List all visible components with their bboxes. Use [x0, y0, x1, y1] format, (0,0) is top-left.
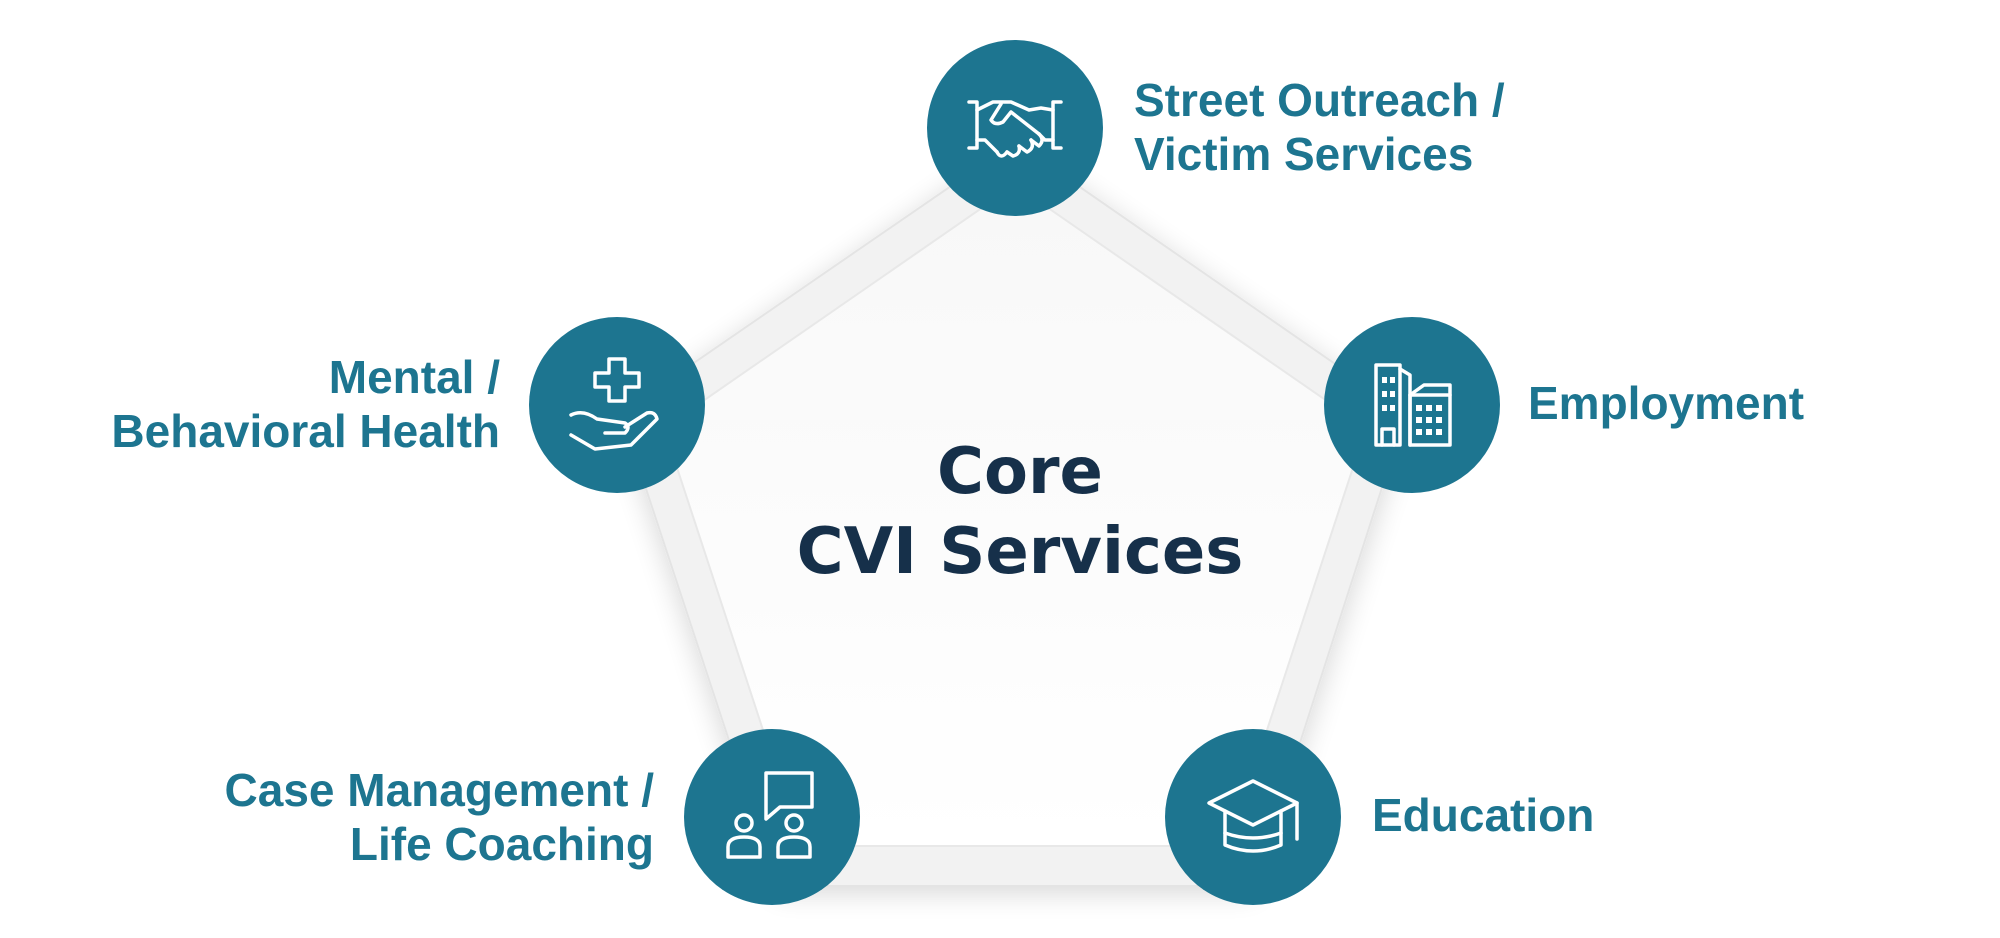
graduation-cap-icon	[1207, 779, 1299, 853]
label-line: Victim Services	[1134, 128, 1474, 180]
label-employment: Employment	[1528, 376, 1804, 430]
node-circle	[684, 729, 860, 905]
health-care-hand-icon	[569, 357, 659, 451]
node-employment	[1324, 317, 1500, 493]
node-case-management	[684, 729, 860, 905]
label-line: Case Management /	[224, 764, 654, 816]
label-line: Employment	[1528, 377, 1805, 429]
label-line: Mental /	[328, 351, 500, 403]
label-line: Education	[1372, 789, 1595, 841]
label-education: Education	[1372, 788, 1594, 842]
node-circle	[927, 40, 1103, 216]
node-circle	[529, 317, 705, 493]
label-line: Behavioral Health	[111, 405, 500, 457]
label-mental-health: Mental / Behavioral Health	[111, 350, 500, 458]
node-mental-health	[529, 317, 705, 493]
buildings-icon	[1374, 363, 1452, 447]
title-line-2: CVI Services	[796, 515, 1244, 589]
label-street-outreach: Street Outreach / Victim Services	[1134, 73, 1505, 181]
node-education	[1165, 729, 1341, 905]
label-line: Life Coaching	[349, 818, 654, 870]
handshake-icon	[967, 100, 1063, 158]
node-circle	[1165, 729, 1341, 905]
title-line-1: Core	[937, 435, 1103, 509]
pentagon-inner-area	[662, 183, 1368, 847]
label-line: Street Outreach /	[1134, 74, 1505, 126]
node-circle	[1324, 317, 1500, 493]
label-case-management: Case Management / Life Coaching	[225, 763, 654, 871]
node-street-outreach	[927, 40, 1103, 216]
mentoring-people-icon	[726, 771, 814, 859]
diagram-title: Core CVI Services	[760, 432, 1280, 592]
